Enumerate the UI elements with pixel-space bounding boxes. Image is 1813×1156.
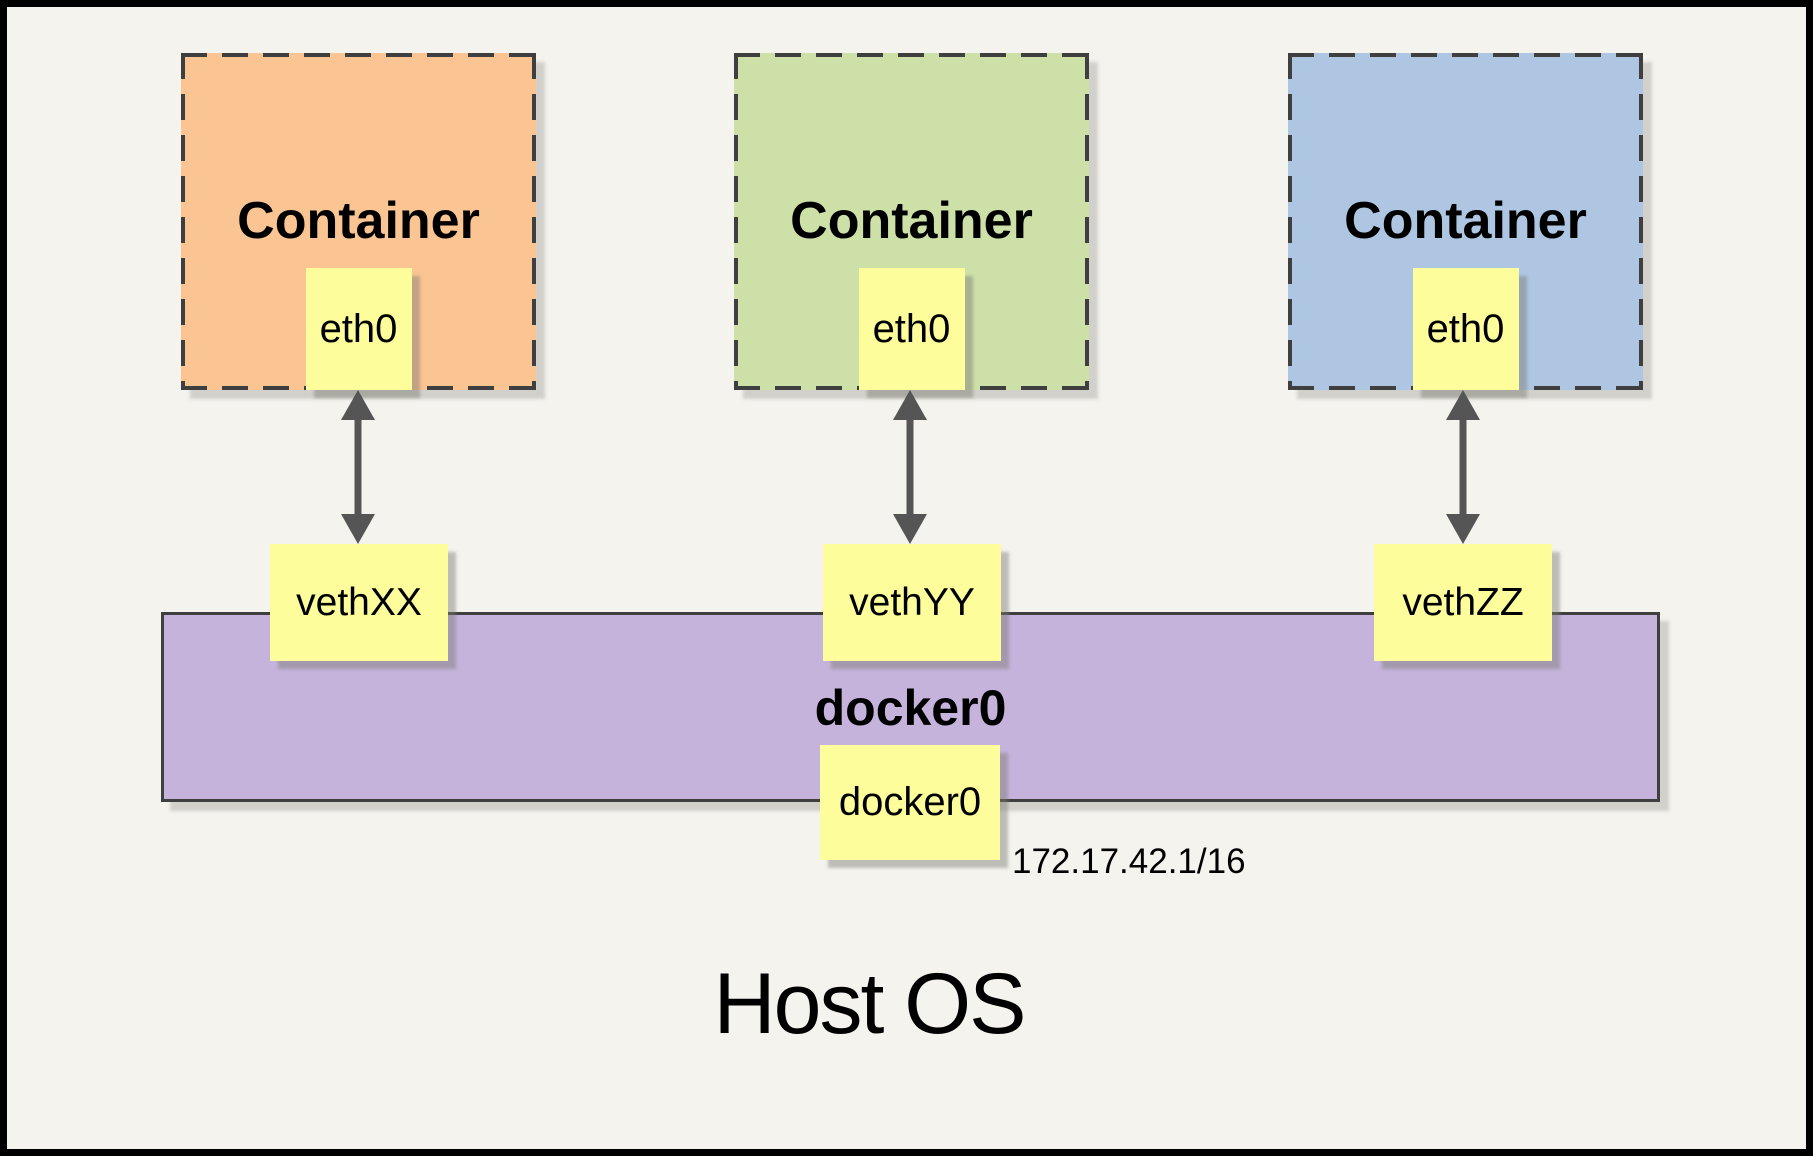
vethzz-label: vethZZ xyxy=(1402,580,1524,624)
docker0-interface-note: docker0 xyxy=(820,745,1000,860)
arrow-up-head-icon xyxy=(893,390,927,420)
vethyy-note: vethYY xyxy=(823,544,1001,661)
veth-connection-arrow-3 xyxy=(1446,390,1480,544)
eth0-interface-note-1: eth0 xyxy=(305,268,412,390)
arrow-down-head-icon xyxy=(893,514,927,544)
arrow-up-head-icon xyxy=(341,390,375,420)
docker0-bridge-label: docker0 xyxy=(814,680,1007,736)
host-os-title: Host OS xyxy=(713,956,1027,1052)
arrow-shaft xyxy=(1459,416,1467,518)
arrow-down-head-icon xyxy=(1446,514,1480,544)
container-title-2: Container xyxy=(790,192,1033,250)
eth0-label-3: eth0 xyxy=(1426,306,1505,351)
eth0-interface-note-2: eth0 xyxy=(858,268,965,390)
arrow-shaft xyxy=(906,416,914,518)
bridge-ip-address: 172.17.42.1/16 xyxy=(1012,842,1246,881)
veth-connection-arrow-1 xyxy=(341,390,375,544)
container-box-2: Container eth0 xyxy=(734,53,1089,390)
container-title-3: Container xyxy=(1344,192,1587,250)
arrow-up-head-icon xyxy=(1446,390,1480,420)
container-box-1: Container eth0 xyxy=(181,53,536,390)
arrow-down-head-icon xyxy=(341,514,375,544)
arrow-shaft xyxy=(354,416,362,518)
docker0-interface-label: docker0 xyxy=(838,780,982,824)
veth-connection-arrow-2 xyxy=(893,390,927,544)
container-title-1: Container xyxy=(237,192,480,250)
vethzz-note: vethZZ xyxy=(1374,544,1552,661)
vethyy-label: vethYY xyxy=(849,580,975,624)
vethxx-label: vethXX xyxy=(296,580,422,624)
eth0-label-1: eth0 xyxy=(319,306,398,351)
eth0-interface-note-3: eth0 xyxy=(1412,268,1519,390)
vethxx-note: vethXX xyxy=(270,544,448,661)
eth0-label-2: eth0 xyxy=(872,306,951,351)
container-box-3: Container eth0 xyxy=(1288,53,1643,390)
